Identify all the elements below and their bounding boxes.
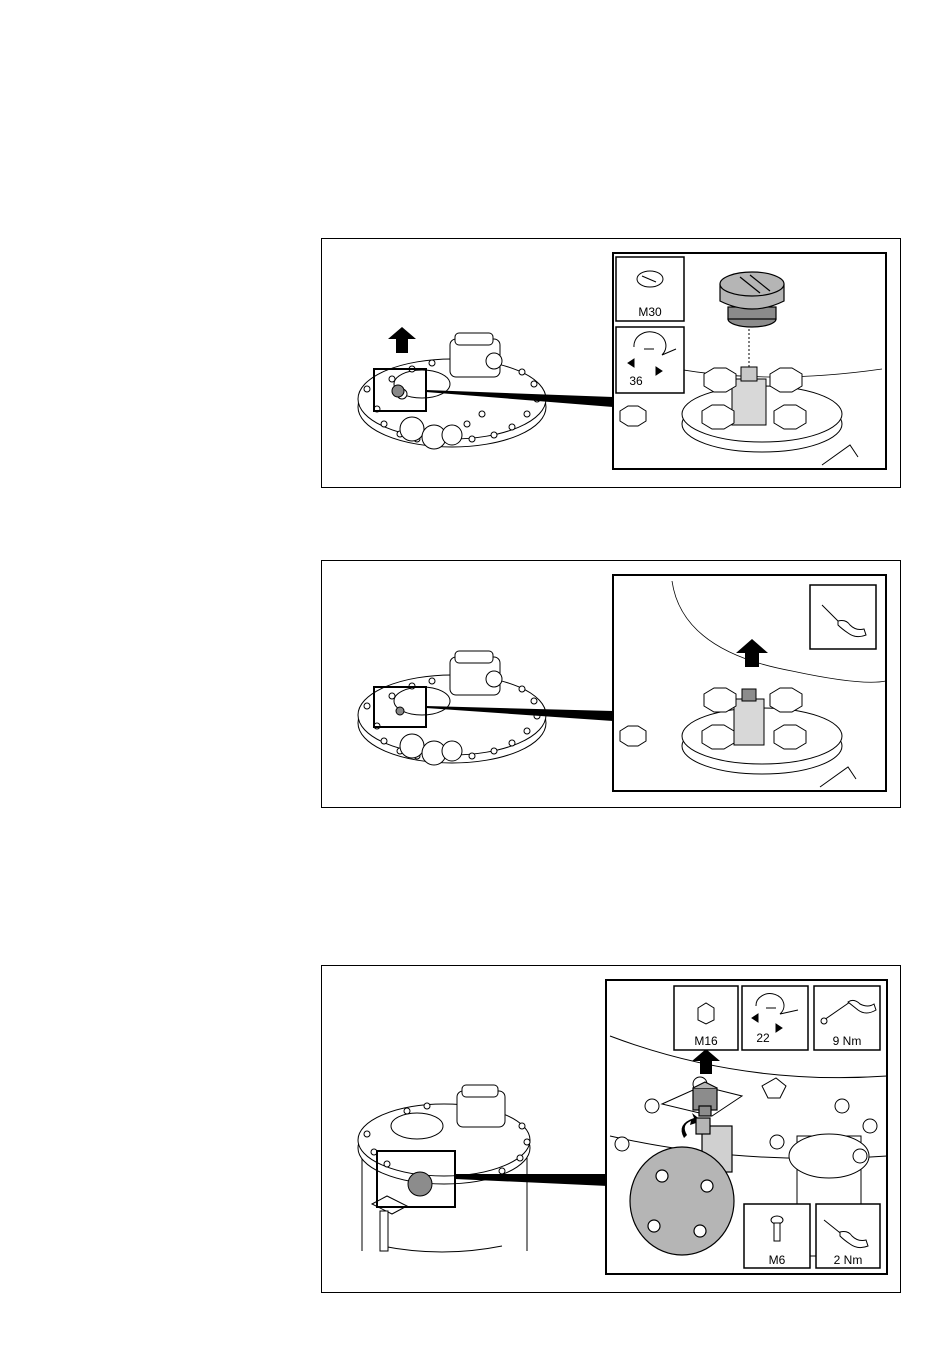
wrench-size-label: 36 (629, 374, 643, 388)
screw-size-label: M6 (769, 1253, 786, 1267)
plug-icon (637, 271, 663, 287)
wrench-size-label: 22 (756, 1031, 770, 1045)
torque-label-1: 9 Nm (833, 1034, 862, 1048)
plug-size-panel: M16 (674, 986, 738, 1050)
oil-filler-plug (720, 272, 784, 327)
detail-connector (455, 1174, 608, 1186)
figure-remove-oil-filler-plug: M30 36 (321, 238, 901, 488)
torque-panel-1: 9 Nm (814, 986, 880, 1050)
screw-size-panel: M6 (744, 1204, 810, 1268)
plug-size-panel: M30 (616, 257, 684, 321)
visual-check-panel (810, 585, 876, 649)
torque-label-2: 2 Nm (834, 1253, 863, 1267)
figure-1-drawing: M30 36 (322, 239, 902, 489)
wrench-size-panel: 22 (742, 986, 808, 1050)
torque-panel-2: 2 Nm (816, 1204, 880, 1268)
machine-overview (358, 1085, 530, 1252)
plug-size-label: M30 (638, 305, 662, 319)
figure-check-oil-level (321, 560, 901, 808)
figure-2-drawing (322, 561, 902, 809)
figure-remove-drain-plug: M16 22 9 Nm M6 (321, 965, 901, 1293)
lift-arrow-icon (388, 327, 416, 353)
figure-3-drawing: M16 22 9 Nm M6 (322, 966, 902, 1294)
wrench-size-panel: 36 (616, 327, 684, 393)
plug-icon (698, 1003, 714, 1024)
plug-size-label: M16 (694, 1034, 718, 1048)
